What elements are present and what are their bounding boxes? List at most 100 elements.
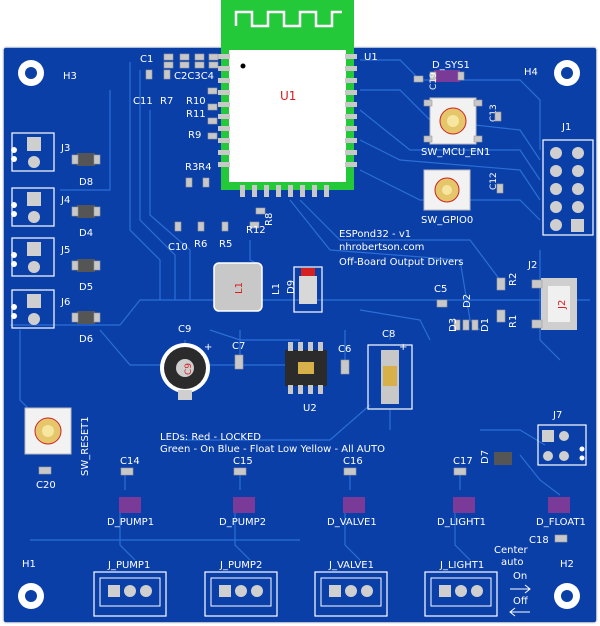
terminal-j5: J5	[11, 237, 70, 277]
svg-text:R6: R6	[194, 239, 207, 250]
svg-text:C10: C10	[168, 242, 188, 253]
switch-gpio0[interactable]: SW_GPIO0	[421, 169, 473, 226]
diode-d7: D7	[480, 450, 512, 465]
svg-text:R10: R10	[186, 96, 206, 107]
svg-text:ESPond32 - v1: ESPond32 - v1	[339, 229, 411, 240]
svg-text:J2: J2	[557, 300, 568, 310]
svg-text:+: +	[399, 342, 407, 353]
svg-text:J_PUMP2: J_PUMP2	[219, 560, 262, 571]
svg-text:SW_MCU_EN1: SW_MCU_EN1	[421, 147, 490, 158]
switch-mcu-en[interactable]: SW_MCU_EN1	[421, 97, 490, 158]
svg-text:C15: C15	[233, 456, 253, 467]
svg-text:C16: C16	[343, 456, 363, 467]
arrow-right-icon	[510, 584, 531, 594]
cap-c8: C8 +	[367, 329, 413, 410]
svg-text:C11: C11	[133, 96, 153, 107]
svg-text:C8: C8	[382, 329, 395, 340]
mount-hole-h3: H3	[18, 60, 77, 86]
svg-text:J4: J4	[60, 195, 70, 206]
inductor-l1: L1 L1	[213, 262, 282, 312]
svg-text:+: +	[204, 342, 212, 353]
led-legend: LEDs: Red - LOCKED Green - On Blue - Flo…	[160, 432, 385, 455]
svg-text:C9: C9	[178, 324, 191, 335]
regulator-u2: U2	[285, 342, 327, 414]
svg-text:U1: U1	[280, 89, 296, 103]
svg-text:SW_RESET1: SW_RESET1	[80, 416, 91, 476]
title-block: ESPond32 - v1 nhrobertson.com Off-Board …	[339, 229, 463, 268]
svg-text:J3: J3	[60, 143, 70, 154]
smd-cluster-top-left: C1 C2C3C4 C11 R7 R10 R11 R9 R3R4 R8 C10 …	[133, 53, 275, 253]
label-c12: C12	[489, 172, 499, 190]
svg-text:J2: J2	[527, 260, 537, 271]
svg-text:D4: D4	[79, 228, 93, 239]
svg-text:C6: C6	[338, 344, 351, 355]
svg-text:R7: R7	[160, 96, 173, 107]
usb-connector-j2: J2 J2 R2 R1 C5 D2 D3 D1	[434, 260, 577, 332]
svg-text:R8: R8	[264, 213, 275, 226]
cap-c12	[496, 183, 504, 194]
svg-text:D7: D7	[480, 450, 491, 464]
svg-text:C9: C9	[184, 363, 194, 375]
svg-text:C19: C19	[429, 72, 439, 90]
svg-text:R11: R11	[186, 109, 206, 120]
svg-text:C20: C20	[36, 480, 56, 491]
svg-text:Green - On Blue - Float Low: Green - On Blue - Float Low Yellow - All…	[160, 444, 385, 455]
svg-text:C14: C14	[120, 456, 140, 467]
mount-hole-h1: H1	[18, 559, 44, 609]
svg-text:J1: J1	[561, 122, 571, 133]
svg-text:J7: J7	[552, 410, 562, 421]
svg-text:D5: D5	[79, 282, 93, 293]
svg-text:D3: D3	[448, 318, 459, 332]
svg-text:J_PUMP1: J_PUMP1	[107, 560, 150, 571]
svg-text:U1: U1	[364, 52, 378, 63]
svg-text:D_LIGHT1: D_LIGHT1	[437, 517, 486, 528]
svg-text:nhrobertson.com: nhrobertson.com	[339, 242, 424, 253]
svg-text:D9: D9	[286, 280, 297, 294]
svg-text:D8: D8	[79, 177, 93, 188]
svg-text:L1: L1	[234, 282, 245, 294]
svg-text:R1: R1	[508, 315, 519, 328]
output-connector-j-light1: J_LIGHT1	[424, 560, 498, 617]
svg-text:J_VALVE1: J_VALVE1	[328, 560, 374, 571]
svg-text:C5: C5	[434, 284, 447, 295]
svg-text:J_LIGHT1: J_LIGHT1	[439, 560, 484, 571]
mount-hole-h2: H2	[554, 559, 580, 609]
svg-text:Off: Off	[513, 596, 529, 607]
svg-text:D2: D2	[462, 294, 473, 308]
svg-text:H1: H1	[22, 559, 36, 570]
terminal-j6: J6	[11, 289, 70, 329]
diode-d4: D4	[71, 205, 101, 239]
diode-d6: D6	[71, 311, 101, 345]
arrow-left-icon	[509, 607, 530, 617]
svg-text:SW_GPIO0: SW_GPIO0	[421, 215, 473, 226]
switch-legend: Center auto On Off	[494, 545, 531, 617]
output-connector-j-pump2: J_PUMP2	[204, 560, 278, 617]
svg-text:J6: J6	[60, 297, 70, 308]
diode-d9: D9	[286, 266, 323, 313]
svg-text:Off-Board Output Drivers: Off-Board Output Drivers	[339, 257, 463, 268]
status-led-d-sys1: D_SYS1 C19	[413, 60, 470, 90]
svg-text:L1: L1	[271, 283, 282, 295]
svg-text:On: On	[513, 571, 527, 582]
diode-d5: D5	[71, 259, 101, 293]
svg-text:D_SYS1: D_SYS1	[432, 60, 470, 71]
svg-text:D1: D1	[480, 318, 491, 332]
slide-switch-j7[interactable]: J7	[537, 410, 587, 466]
svg-text:C1: C1	[140, 54, 153, 65]
output-led-d-valve1: D_VALVE1	[327, 497, 377, 528]
cap-c6: C6	[338, 344, 351, 375]
svg-text:R9: R9	[188, 130, 201, 141]
svg-text:D6: D6	[79, 334, 93, 345]
output-led-d-light1: D_LIGHT1	[437, 497, 486, 528]
svg-text:R12: R12	[246, 225, 266, 236]
svg-text:Center: Center	[494, 545, 529, 556]
svg-text:C18: C18	[529, 535, 549, 546]
svg-text:R3R4: R3R4	[185, 162, 212, 173]
antenna-trace	[234, 10, 342, 28]
cap-c13	[494, 111, 502, 122]
svg-text:D_PUMP1: D_PUMP1	[107, 517, 154, 528]
svg-text:H2: H2	[560, 559, 574, 570]
svg-text:auto: auto	[501, 557, 524, 568]
switch-reset[interactable]: SW_RESET1 C20	[24, 407, 91, 491]
